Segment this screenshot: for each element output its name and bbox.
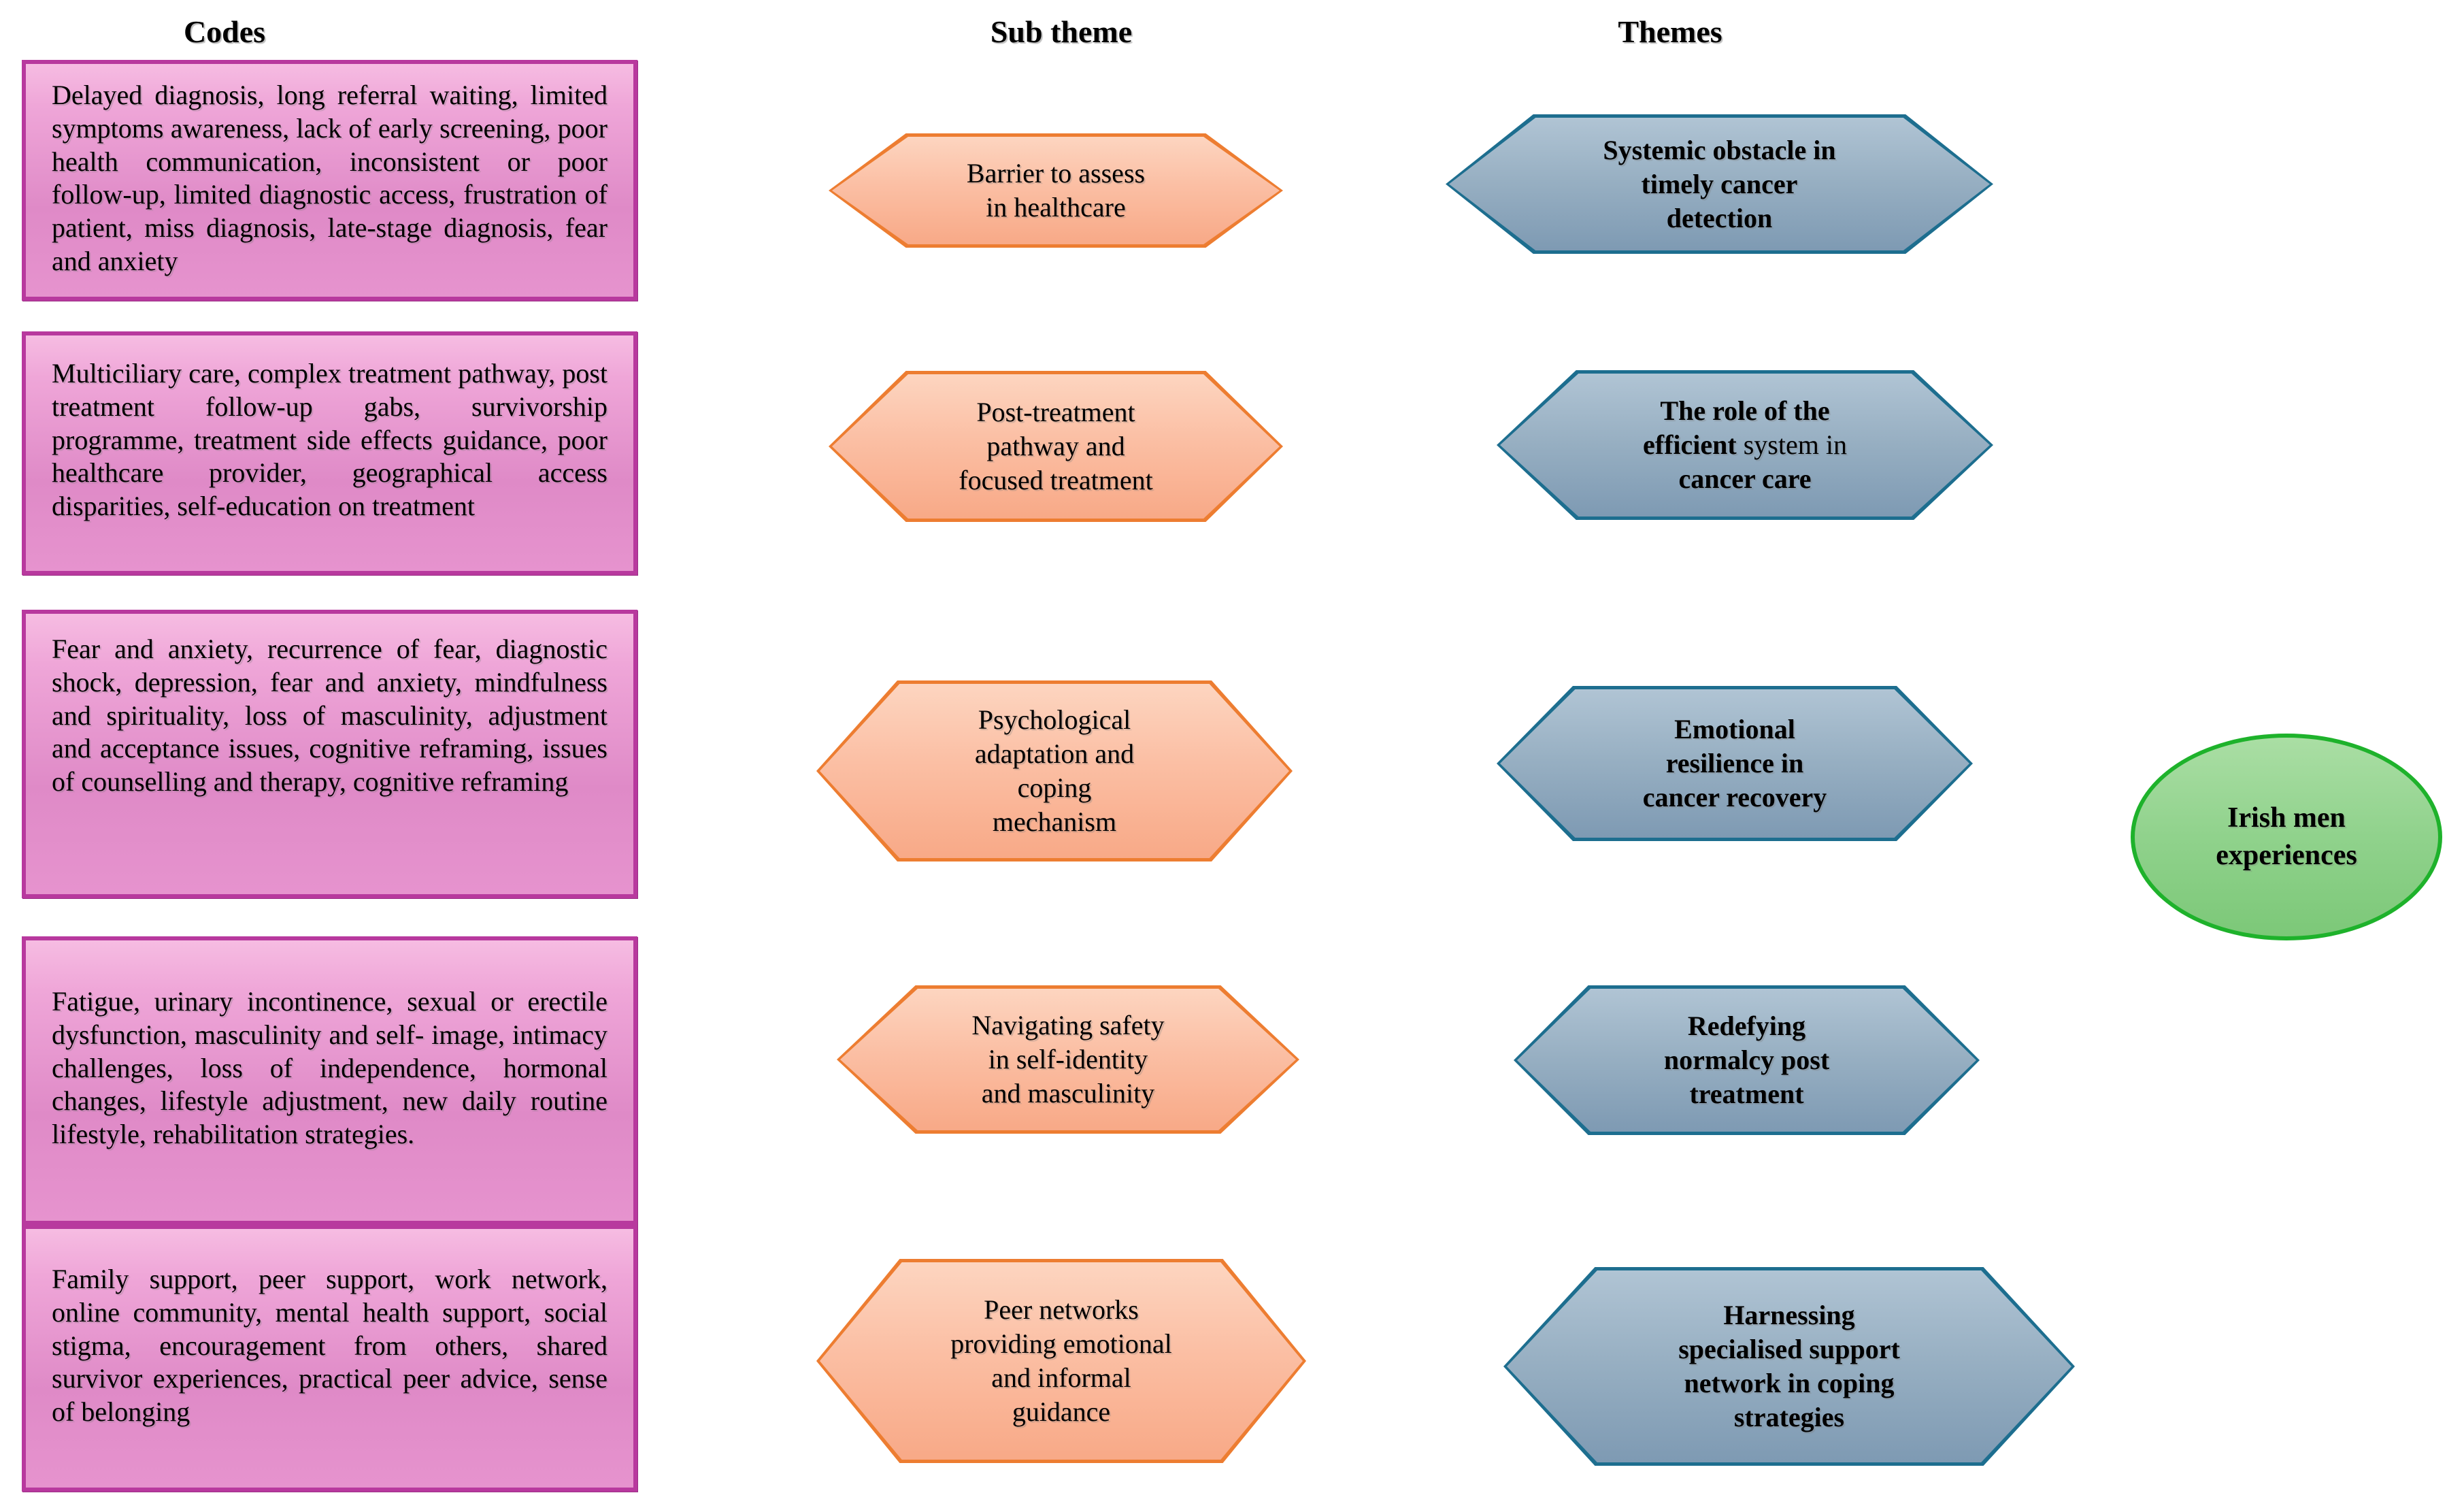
theme-hexagon-efficient-system: The role of the efficient system in canc… <box>1497 370 1993 520</box>
theme-label: Harnessing specialised support network i… <box>1678 1300 1900 1432</box>
subtheme-label: Psychological adaptation and coping mech… <box>974 704 1135 837</box>
theme-hexagon-emotional-resilience: Emotional resilience in cancer recovery <box>1497 686 1973 841</box>
code-box-5: Family support, peer support, work netwo… <box>22 1225 637 1492</box>
ellipse-label-line: Irish men <box>2227 802 2346 834</box>
hexagon-fill <box>1500 374 1990 516</box>
hexagon-fill <box>832 374 1280 519</box>
code-box-1-text: Delayed diagnosis, long referral waiting… <box>52 80 607 276</box>
subtheme-label: Post-treatment pathway and focused treat… <box>959 397 1153 495</box>
code-box-5-text: Family support, peer support, work netwo… <box>52 1264 607 1428</box>
code-box-1: Delayed diagnosis, long referral waiting… <box>22 60 637 301</box>
column-header-subtheme: Sub theme <box>990 14 1133 49</box>
theme-hexagon-redefying-normalcy: Redefying normalcy post treatment <box>1514 985 1980 1135</box>
column-header-themes: Themes <box>1618 14 1722 49</box>
theme-hexagon-systemic-obstacle: Systemic obstacle in timely cancer detec… <box>1446 114 1993 254</box>
theme-label: The role of the efficient system in canc… <box>1643 395 1847 494</box>
central-ellipse-irish-men-experiences: Irish men experiences <box>2131 734 2442 940</box>
subtheme-hexagon-psychological-adaptation: Psychological adaptation and coping mech… <box>816 680 1293 861</box>
hexagon-fill <box>1449 118 1990 250</box>
subtheme-hexagon-peer-networks: Peer networks providing emotional and in… <box>816 1259 1306 1463</box>
code-box-3-text: Fear and anxiety, recurrence of fear, di… <box>52 634 607 798</box>
subtheme-label: Barrier to assess in healthcare <box>966 158 1146 223</box>
code-box-2-text: Multiciliary care, complex treatment pat… <box>52 358 607 522</box>
code-box-4-text: Fatigue, urinary incontinence, sexual or… <box>52 986 607 1150</box>
hexagon-fill <box>820 1262 1303 1460</box>
column-header-codes: Codes <box>183 14 266 49</box>
hexagon-fill <box>1500 689 1969 838</box>
code-box-2: Multiciliary care, complex treatment pat… <box>22 331 637 575</box>
ellipse-label-line: experiences <box>2216 840 2357 871</box>
hexagon-fill <box>1517 989 1976 1132</box>
subtheme-label: Peer networks providing emotional and in… <box>950 1294 1172 1427</box>
hexagon-fill <box>1507 1270 2071 1462</box>
hexagon-fill <box>840 989 1296 1130</box>
theme-label: Emotional resilience in cancer recovery <box>1642 714 1827 813</box>
code-box-4: Fatigue, urinary incontinence, sexual or… <box>22 936 637 1225</box>
subtheme-hexagon-navigating-safety: Navigating safety in self-identity and m… <box>837 985 1299 1134</box>
hexagon-fill <box>832 137 1280 244</box>
subtheme-label: Navigating safety in self-identity and m… <box>971 1010 1165 1109</box>
hexagon-fill <box>820 684 1289 858</box>
code-box-3: Fear and anxiety, recurrence of fear, di… <box>22 610 637 898</box>
theme-label: Systemic obstacle in timely cancer detec… <box>1603 134 1836 233</box>
subtheme-hexagon-post-treatment: Post-treatment pathway and focused treat… <box>829 371 1283 522</box>
subtheme-hexagon-barrier-to-assess: Barrier to assess in healthcare <box>829 133 1283 248</box>
theme-hexagon-harnessing-support: Harnessing specialised support network i… <box>1503 1267 2075 1466</box>
theme-label: Redefying normalcy post treatment <box>1663 1011 1830 1109</box>
